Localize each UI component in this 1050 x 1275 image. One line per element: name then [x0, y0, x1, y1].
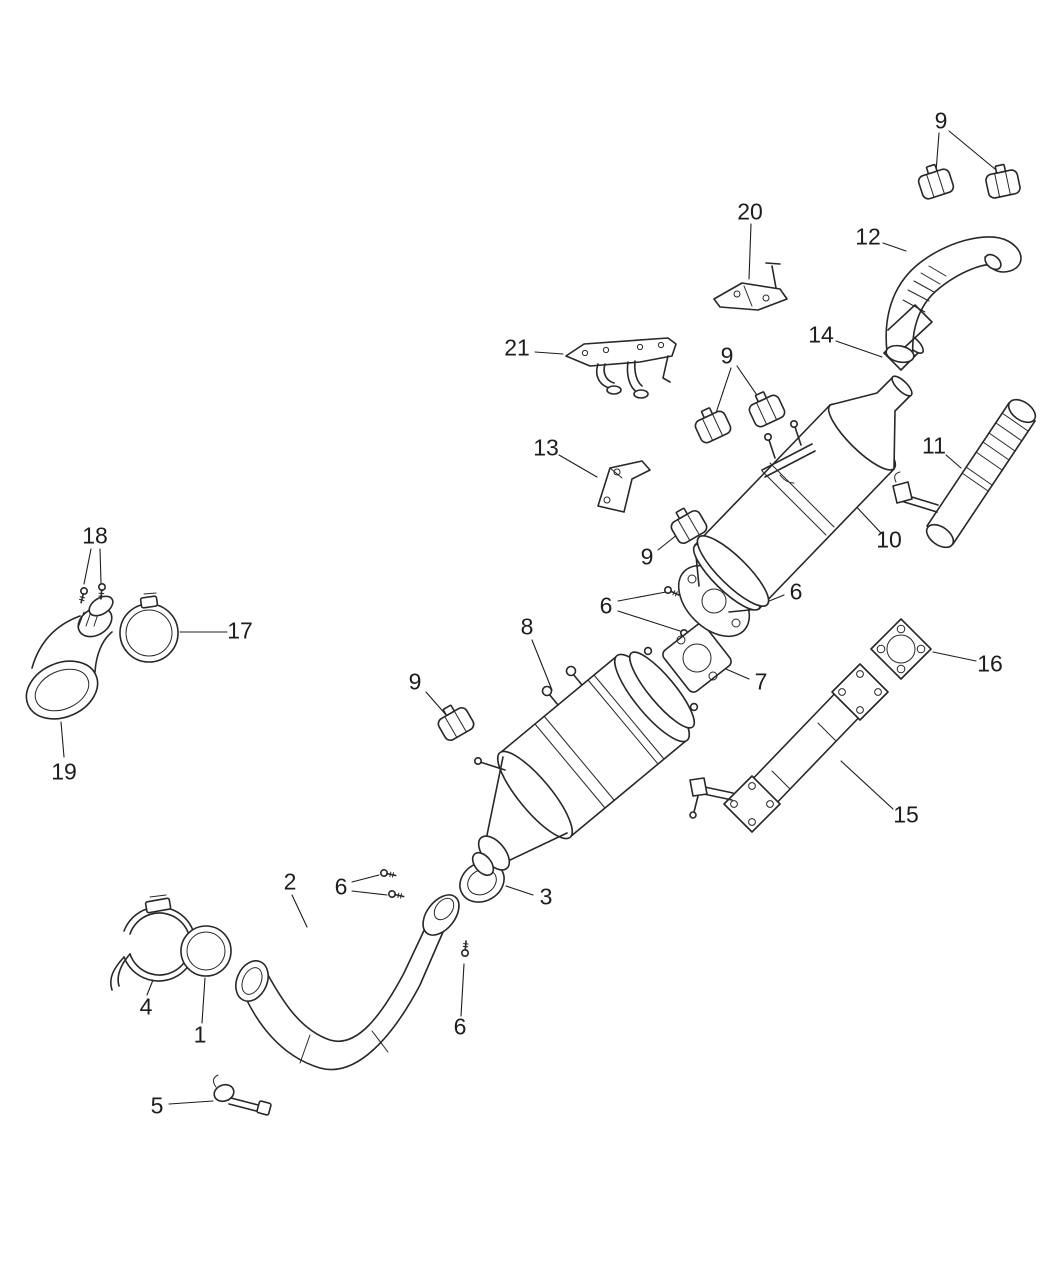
- callout-8: 8: [520, 613, 534, 640]
- callout-18: 18: [82, 522, 108, 549]
- part-16-flange-plate: [870, 618, 932, 680]
- callout-9-a: 9: [934, 107, 948, 134]
- part-15-intermediate-pipe: [689, 663, 889, 833]
- part-12-tailpipe: [885, 236, 1022, 364]
- callout-2: 2: [283, 868, 297, 895]
- callout-10: 10: [876, 526, 902, 553]
- callout-3: 3: [539, 883, 553, 910]
- part-7-flange-gasket: [662, 623, 732, 693]
- callout-6-a: 6: [599, 592, 613, 619]
- part-5-hanger-bracket: [212, 1074, 272, 1116]
- callout-6-d: 6: [453, 1013, 467, 1040]
- callout-13: 13: [533, 434, 559, 461]
- callout-6-c: 6: [334, 873, 348, 900]
- callout-6-b: 6: [789, 578, 803, 605]
- callout-19: 19: [51, 758, 77, 785]
- part-11-extension-pipe: [892, 398, 1037, 549]
- callout-20: 20: [737, 198, 763, 225]
- callout-5: 5: [150, 1092, 164, 1119]
- callout-21: 21: [504, 334, 530, 361]
- callout-15: 15: [893, 801, 919, 828]
- part-21-bracket-assembly: [565, 337, 677, 399]
- callout-11: 11: [922, 432, 946, 459]
- part-2-front-pipe: [235, 894, 460, 1071]
- callout-9-b: 9: [720, 342, 734, 369]
- callout-9-c: 9: [640, 543, 654, 570]
- part-13-support-bracket: [597, 460, 651, 513]
- part-10-scr-assembly: [677, 375, 913, 638]
- callout-7: 7: [754, 668, 768, 695]
- part-19-turbo-downpipe-elbow: [25, 595, 114, 720]
- callout-4: 4: [139, 993, 153, 1020]
- callout-16: 16: [977, 650, 1003, 677]
- part-20-bracket: [713, 262, 788, 311]
- callout-12: 12: [855, 223, 881, 250]
- callout-1: 1: [193, 1021, 207, 1048]
- part-8-dpf-canister: [471, 646, 699, 877]
- part-17-vband-clamp: [119, 592, 179, 663]
- part-1-gasket-ring: [180, 925, 232, 977]
- callout-17: 17: [227, 617, 253, 644]
- callout-9-d: 9: [408, 668, 422, 695]
- callout-14: 14: [808, 321, 834, 348]
